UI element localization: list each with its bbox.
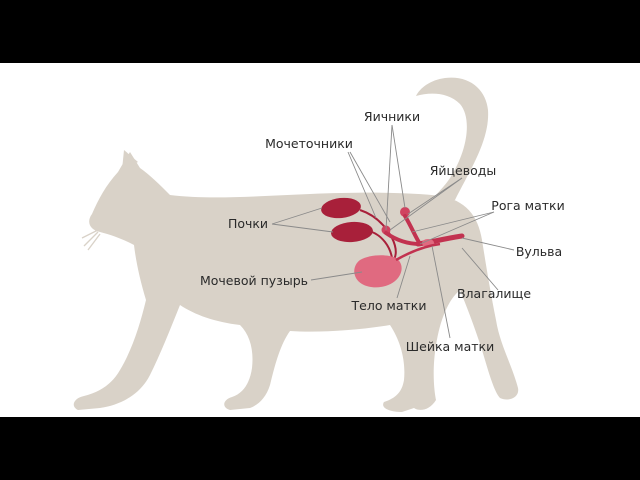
ovary-upper [400,207,410,217]
label-uterine-body: Тело матки [351,298,427,313]
leader-kidneys-2 [271,223,334,233]
kidney-upper [321,197,361,219]
leader-horns-1 [411,211,495,233]
leader-ovaries-2 [391,124,406,209]
kidney-lower [331,221,373,243]
leader-uterine-body [396,255,411,299]
leader-lines [271,124,515,339]
label-ureters: Мочеточники [265,136,353,151]
label-ovaries: Яичники [364,109,420,124]
label-cervix: Шейка матки [406,339,494,354]
urethra [395,242,441,262]
label-vulva: Вульва [516,244,562,259]
leader-kidneys-1 [271,207,323,225]
leader-ureters-2 [349,151,391,223]
label-uterine-horns: Рога матки [491,198,564,213]
leader-horns-2 [419,211,495,245]
cat-silhouette [73,77,519,412]
diagram-canvas: Яичники Мочеточники Яйцеводы Рога матки … [0,63,640,417]
label-oviducts: Яйцеводы [430,163,497,178]
letterbox-bottom [0,417,640,480]
label-vagina: Влагалище [457,286,531,301]
leader-ovaries-1 [385,124,393,231]
leader-vagina [461,247,499,291]
cat-tail [416,77,489,204]
leader-cervix [431,245,451,339]
leader-ureters-1 [347,151,377,219]
cat-ear [122,150,138,170]
label-kidneys: Почки [228,216,268,231]
leader-vulva [461,237,515,251]
labels: Яичники Мочеточники Яйцеводы Рога матки … [200,109,565,354]
cat-whiskers [81,229,101,251]
label-bladder: Мочевой пузырь [200,273,308,288]
bladder [354,255,402,288]
cat-anatomy-diagram: Яичники Мочеточники Яйцеводы Рога матки … [73,77,565,412]
letterbox-top [0,0,640,63]
leader-oviducts-2 [389,177,463,231]
ureter-path-2 [371,231,393,259]
leader-bladder [310,271,363,281]
